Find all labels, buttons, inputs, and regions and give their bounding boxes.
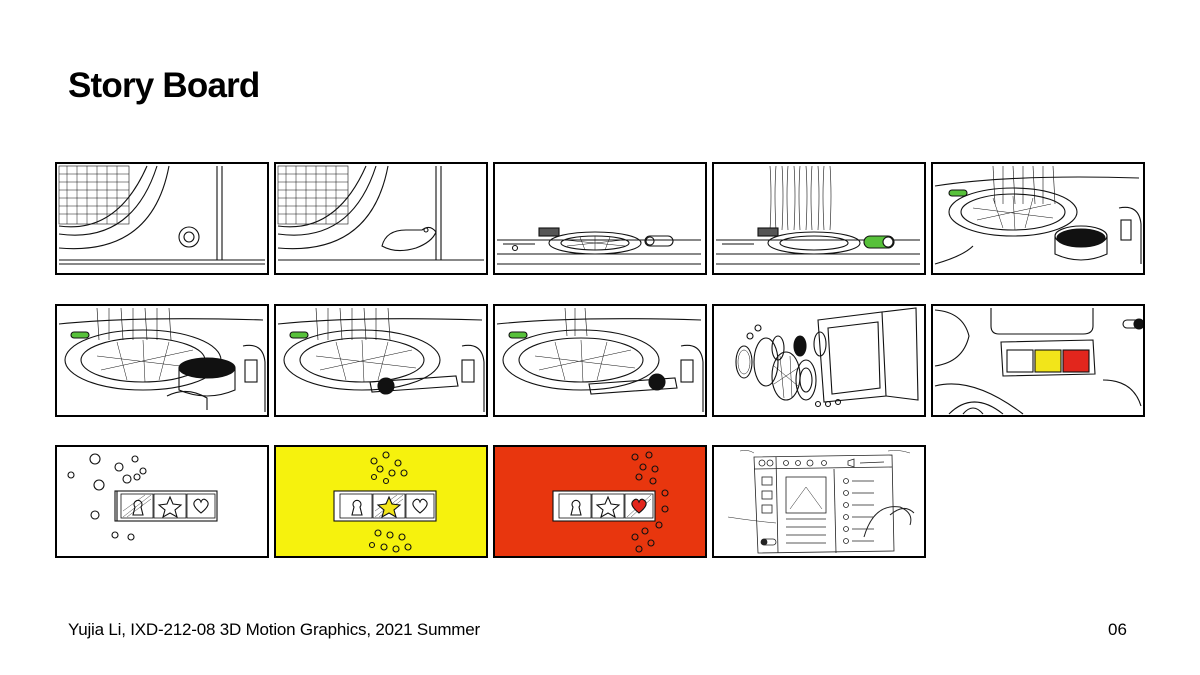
storyboard-frame-2	[274, 162, 488, 275]
storyboard-frame-14	[712, 445, 926, 558]
storyboard-frame-8	[493, 304, 707, 417]
storyboard-frame-1	[55, 162, 269, 275]
storyboard-frame-10	[931, 304, 1145, 417]
storyboard-frame-11	[55, 445, 269, 558]
storyboard-frame-5	[931, 162, 1145, 275]
storyboard-frame-13	[493, 445, 707, 558]
storyboard-frame-9	[712, 304, 926, 417]
storyboard-frame-3	[493, 162, 707, 275]
storyboard-frame-12	[274, 445, 488, 558]
page-title: Story Board	[68, 66, 260, 105]
page-number: 06	[1108, 620, 1127, 639]
storyboard-frame-7	[274, 304, 488, 417]
storyboard-frame-4	[712, 162, 926, 275]
storyboard-frame-6	[55, 304, 269, 417]
footer-credit: Yujia Li, IXD-212-08 3D Motion Graphics,…	[68, 620, 480, 639]
